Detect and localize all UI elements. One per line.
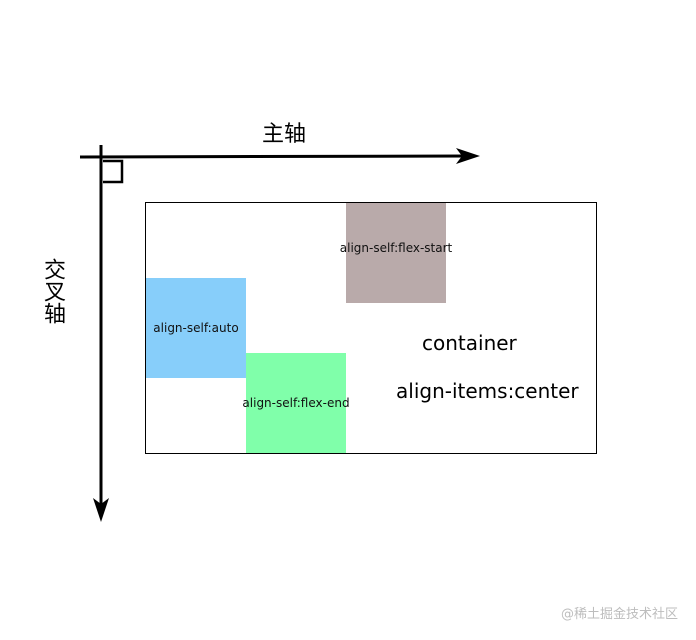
cross-axis-label: 交叉轴 bbox=[40, 258, 65, 324]
cross-axis-arrowhead bbox=[93, 498, 109, 522]
container-label: container bbox=[422, 331, 517, 355]
main-axis-arrowhead bbox=[456, 148, 480, 164]
item-auto-label: align-self:auto bbox=[153, 321, 239, 335]
right-angle-marker bbox=[103, 159, 124, 184]
align-items-label: align-items:center bbox=[396, 379, 579, 403]
main-axis-label: 主轴 bbox=[262, 122, 307, 147]
item-flex-start: align-self:flex-start bbox=[340, 203, 452, 303]
item-auto: align-self:auto bbox=[146, 278, 246, 378]
watermark: @稀土掘金技术社区 bbox=[560, 607, 678, 622]
item-flex-start-label: align-self:flex-start bbox=[339, 241, 453, 255]
flex-container: align-self:flex-start align-self:auto al… bbox=[145, 202, 597, 454]
item-flex-end: align-self:flex-end bbox=[242, 353, 350, 453]
item-flex-end-label: align-self:flex-end bbox=[242, 396, 350, 410]
main-axis-line bbox=[79, 154, 469, 159]
